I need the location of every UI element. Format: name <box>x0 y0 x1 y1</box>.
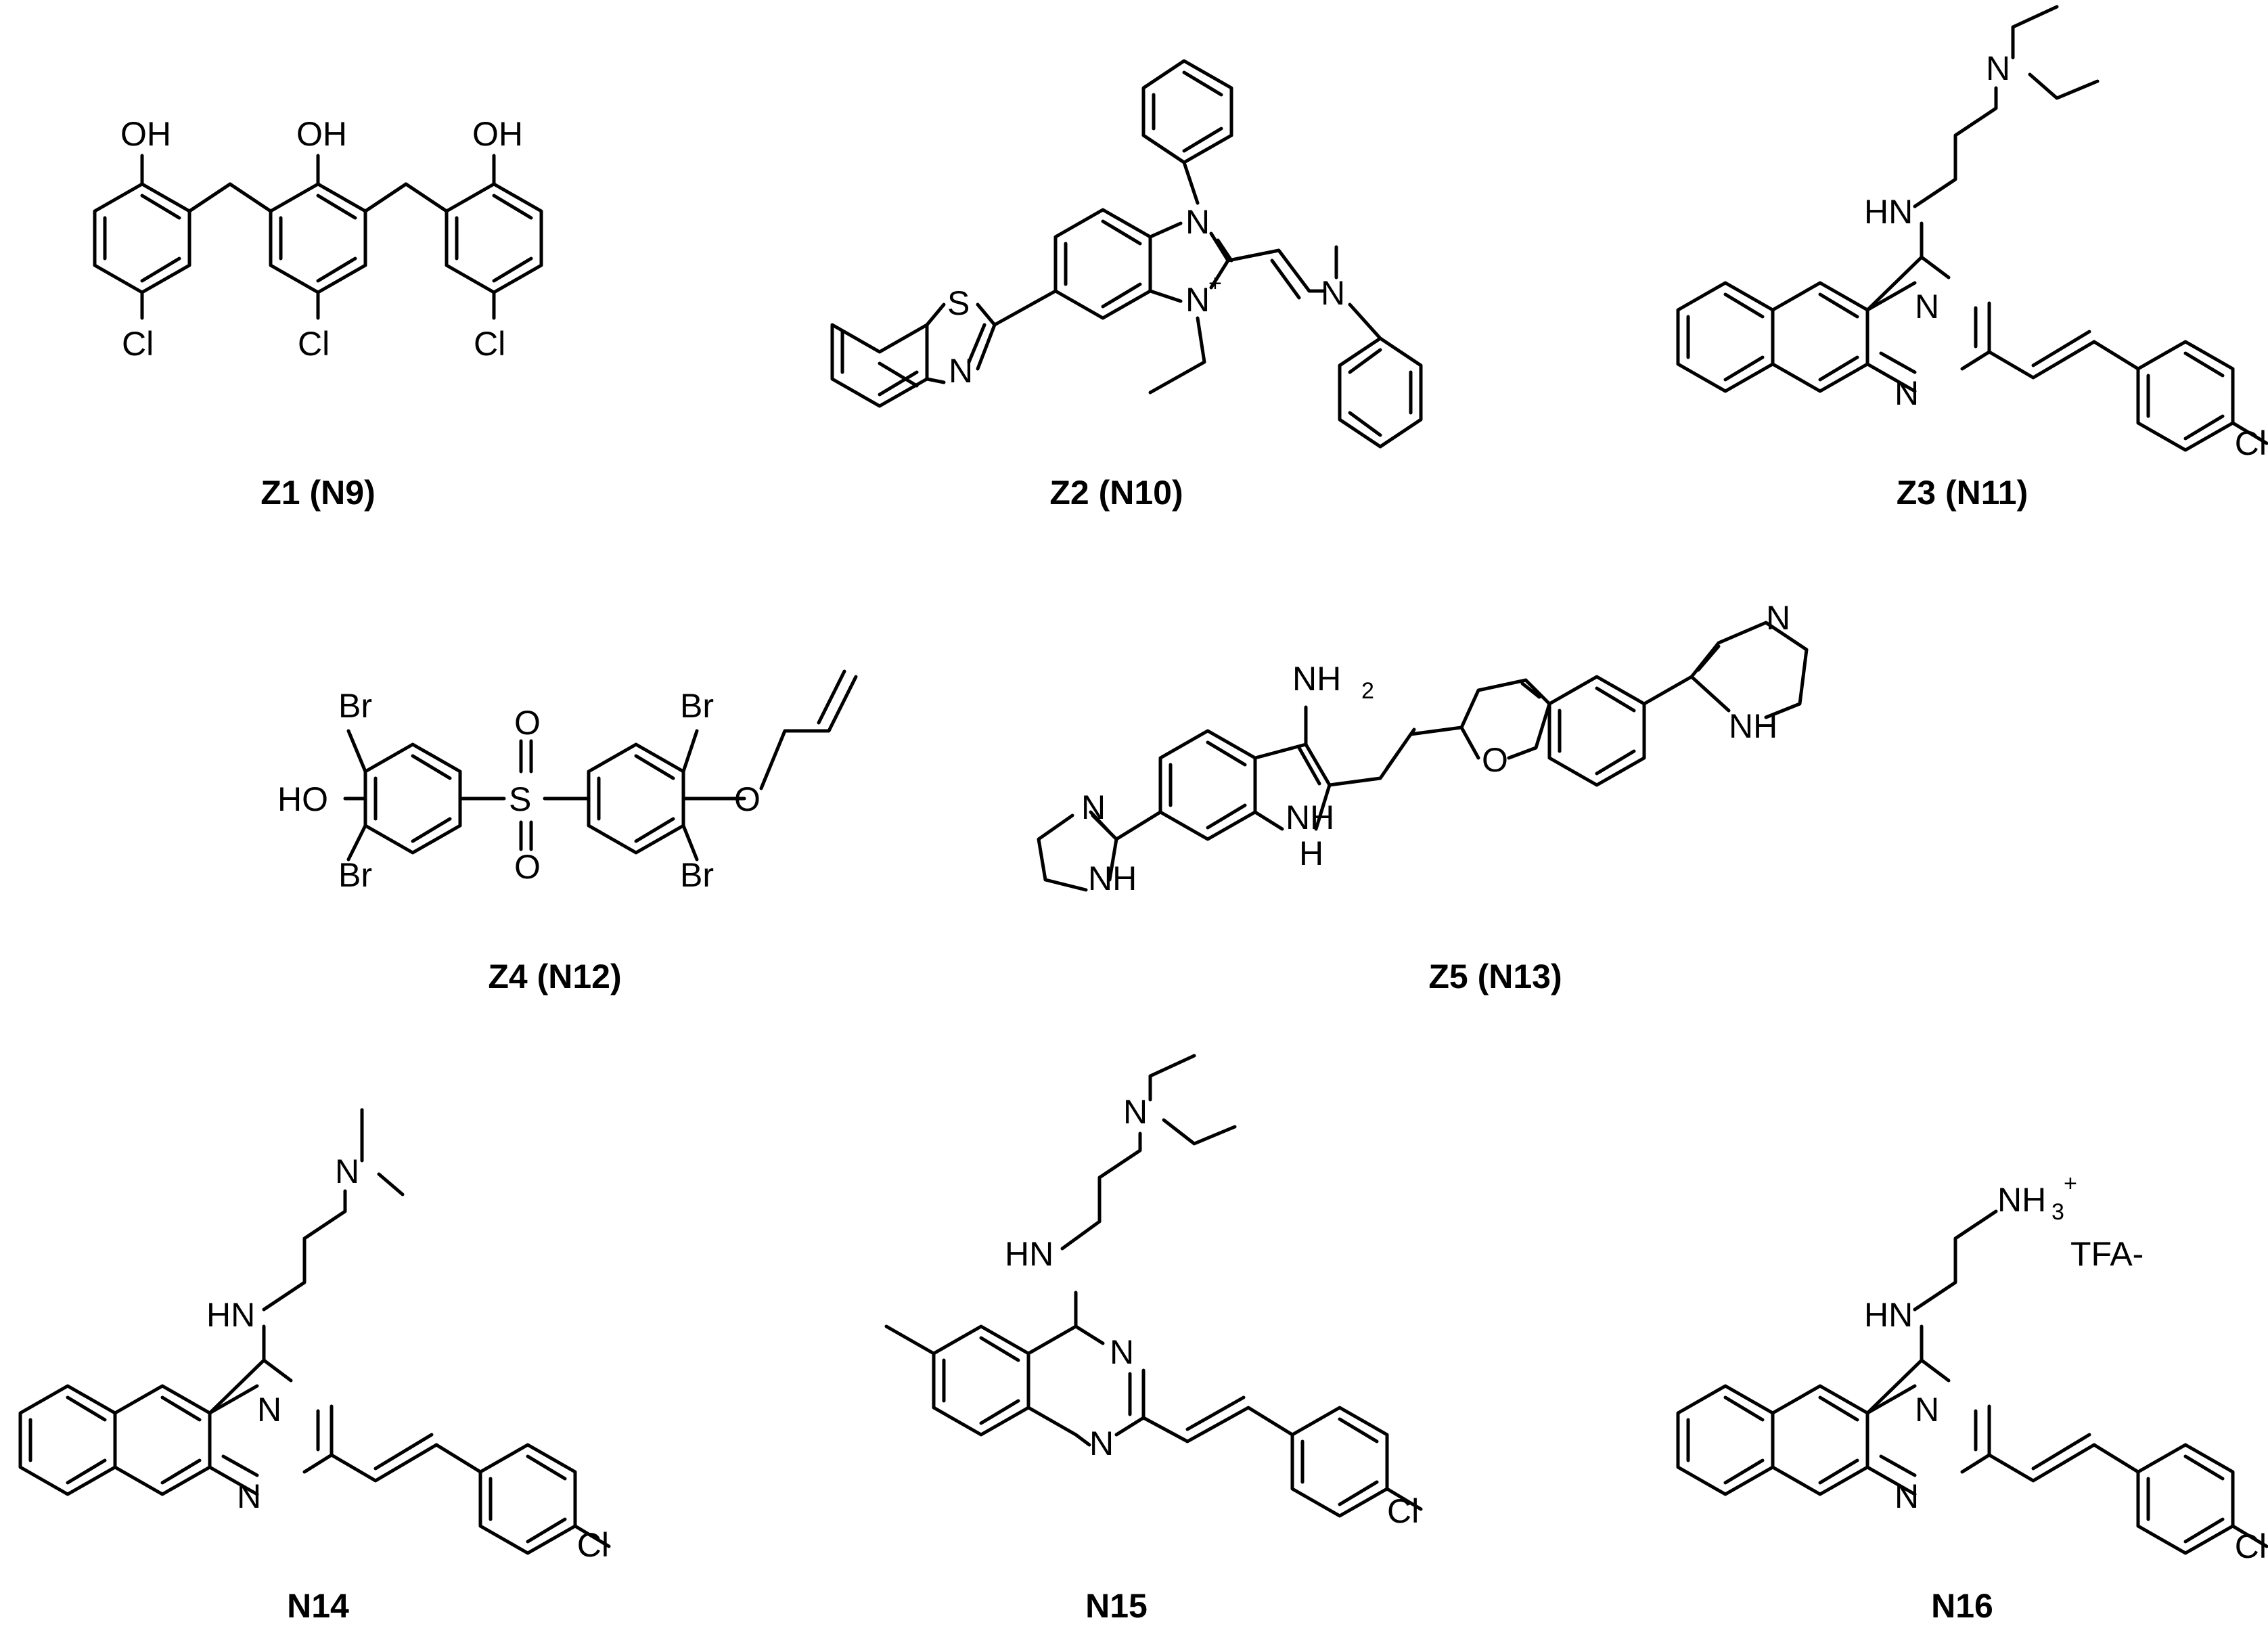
compound-label-z2: Z2 (N10) <box>1049 474 1183 512</box>
nitrogen-label: N <box>1895 374 1919 412</box>
indole-h-label: H <box>1299 834 1323 872</box>
sulfur-label: S <box>509 780 531 818</box>
ammonium-label: NH <box>1997 1181 2046 1219</box>
amine-label: HN <box>206 1296 255 1334</box>
compound-z1: OH OH OH Cl Cl Cl Z1 (N9) <box>93 115 543 512</box>
compound-z2: S N N N + N Z2 (N10) <box>830 59 1423 512</box>
nitrogen-label: N <box>1915 1391 1939 1429</box>
counterion-label: TFA- <box>2070 1235 2144 1273</box>
compound-label-z3: Z3 (N11) <box>1897 474 2028 512</box>
chloro-label: Cl <box>2235 424 2267 462</box>
bromo-label: Br <box>680 687 714 725</box>
nitrogen-label: N <box>1185 203 1210 241</box>
amino-subscript: 2 <box>1361 678 1374 704</box>
nitrogen-label: N <box>257 1391 281 1429</box>
sulfur-label: S <box>947 284 970 322</box>
nitrogen-label: N <box>1895 1477 1919 1515</box>
nitrogen-label: N <box>1986 49 2010 87</box>
oxygen-label: O <box>514 848 541 886</box>
nitrogen-label: N <box>335 1152 359 1190</box>
compound-n16: N N Cl HN NH 3 + TFA- N16 <box>1678 1171 2267 1625</box>
oxygen-label: O <box>734 780 761 818</box>
amine-label: NH <box>1088 859 1137 897</box>
amino-label: NH <box>1292 660 1341 698</box>
nitrogen-label: N <box>1766 599 1790 637</box>
compound-z4: Br HO Br S O O Br Br O Z4 (N12) <box>277 669 858 995</box>
amine-label: HN <box>1005 1235 1053 1273</box>
compound-label-z1: Z1 (N9) <box>260 474 375 512</box>
chloro-label: Cl <box>577 1526 609 1564</box>
chloro-label: Cl <box>2235 1527 2267 1565</box>
hydroxyl-label: OH <box>120 115 171 153</box>
hydroxyl-label: OH <box>472 115 523 153</box>
bromo-label: Br <box>338 856 372 894</box>
nitrogen-label: N <box>1321 274 1345 312</box>
amine-label: HN <box>1864 193 1913 231</box>
nitrogen-label: N <box>1081 788 1106 826</box>
compound-label-z4: Z4 (N12) <box>488 958 621 995</box>
bromo-label: Br <box>338 687 372 725</box>
hydroxyl-label: OH <box>296 115 347 153</box>
amine-label: HN <box>1864 1296 1913 1334</box>
nitrogen-label: N <box>237 1477 261 1515</box>
nitrogen-label: N <box>1915 288 1939 326</box>
nitrogen-label: N <box>949 352 973 390</box>
amine-label: NH <box>1729 707 1777 745</box>
chloro-label: Cl <box>298 325 330 363</box>
hydroxyl-label: HO <box>277 780 328 818</box>
compound-n14: N N Cl HN N N14 <box>20 1108 609 1625</box>
chloro-label: Cl <box>1387 1492 1419 1530</box>
nitrogen-label: N <box>1110 1333 1134 1371</box>
compound-n15: N N Cl HN N N15 <box>884 1054 1423 1625</box>
amine-label: NH <box>1286 799 1334 836</box>
charge-plus: + <box>1208 271 1222 296</box>
nitrogen-label: N <box>1185 281 1210 319</box>
ammonium-charge: + <box>2064 1171 2077 1196</box>
nitrogen-label: N <box>1123 1093 1148 1131</box>
chloro-label: Cl <box>122 325 154 363</box>
bromo-label: Br <box>680 856 714 894</box>
nitrogen-label: N <box>1089 1425 1114 1462</box>
compound-label-n15: N15 <box>1085 1587 1148 1625</box>
compound-label-n14: N14 <box>287 1587 349 1625</box>
compound-label-n16: N16 <box>1931 1587 1993 1625</box>
compound-z3: N N Cl HN N Z3 (N11) <box>1678 5 2267 512</box>
compound-z5: N NH NH H NH 2 O N NH Z5 (N13) <box>1037 599 1809 995</box>
chloro-label: Cl <box>474 325 505 363</box>
ammonium-subscript: 3 <box>2051 1199 2064 1225</box>
oxygen-label: O <box>514 704 541 742</box>
compound-label-z5: Z5 (N13) <box>1428 958 1562 995</box>
oxygen-label: O <box>1482 741 1508 779</box>
